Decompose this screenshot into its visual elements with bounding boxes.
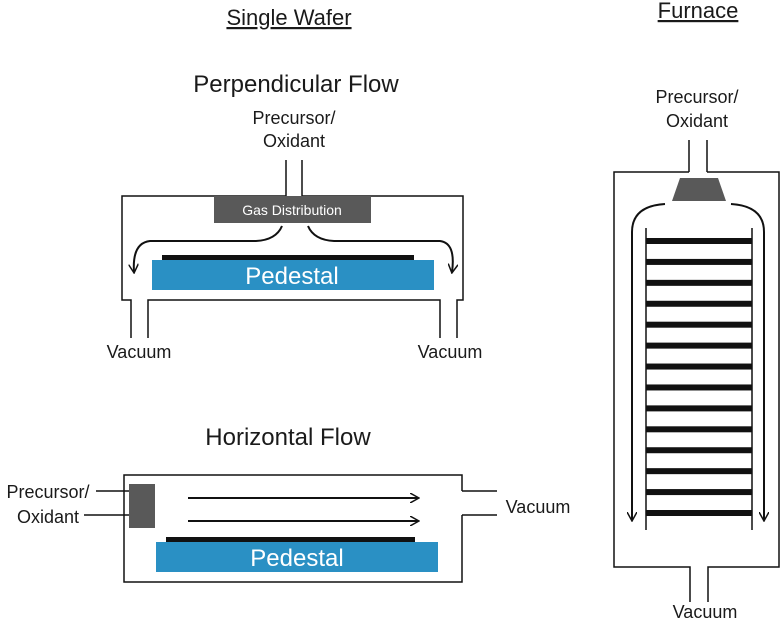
furnace-wafer xyxy=(646,258,752,265)
furnace-header: Furnace xyxy=(658,0,739,23)
perp-precursor-label-line2: Oxidant xyxy=(263,131,325,151)
perp-pedestal-label: Pedestal xyxy=(245,263,338,290)
perp-flow-arrow-right xyxy=(307,225,453,272)
horizontal-injector-block xyxy=(129,484,155,528)
furnace-wafer xyxy=(646,405,752,412)
horiz-vacuum-label: Vacuum xyxy=(506,497,571,517)
furnace-wafer xyxy=(646,384,752,391)
furnace-precursor-label-line2: Oxidant xyxy=(666,111,728,131)
furnace-wafer xyxy=(646,342,752,349)
furnace-wafer-stack xyxy=(646,238,752,516)
horiz-pedestal-label: Pedestal xyxy=(250,545,343,572)
furnace-chamber xyxy=(613,140,780,602)
perp-vacuum-left-label: Vacuum xyxy=(107,342,172,362)
furnace-wafer xyxy=(646,468,752,475)
furnace-vacuum-label: Vacuum xyxy=(673,602,738,620)
perp-vacuum-right-label: Vacuum xyxy=(418,342,483,362)
furnace-wafer xyxy=(646,363,752,370)
furnace-injector xyxy=(672,178,726,201)
horizontal-flow-title: Horizontal Flow xyxy=(205,424,371,451)
furnace-wafer xyxy=(646,238,752,244)
furnace-wafer xyxy=(646,300,752,307)
horiz-pedestal xyxy=(156,542,438,572)
horiz-precursor-label-line1: Precursor/ xyxy=(6,482,89,502)
furnace-wafer xyxy=(646,279,752,286)
perp-wafer xyxy=(162,255,414,260)
furnace-wafer xyxy=(646,447,752,454)
gas-distribution-label: Gas Distribution xyxy=(242,202,342,218)
furnace-wafer xyxy=(646,489,752,496)
furnace-precursor-label-line1: Precursor/ xyxy=(655,87,738,107)
perp-flow-arrow-left xyxy=(134,225,283,272)
horiz-precursor-label-line2: Oxidant xyxy=(17,507,79,527)
perpendicular-chamber xyxy=(121,160,464,338)
furnace-flow-arrow-left xyxy=(632,203,666,520)
furnace-wafer xyxy=(646,321,752,328)
perp-precursor-label-line1: Precursor/ xyxy=(252,108,335,128)
single-wafer-header: Single Wafer xyxy=(226,5,351,30)
furnace-flow-arrow-right xyxy=(730,203,764,520)
horizontal-chamber xyxy=(123,474,497,583)
horiz-wafer xyxy=(166,537,415,542)
furnace-wafer xyxy=(646,426,752,433)
gas-distribution-block xyxy=(214,196,371,223)
furnace-wafer xyxy=(646,510,752,516)
perpendicular-flow-title: Perpendicular Flow xyxy=(193,71,399,98)
perp-pedestal xyxy=(152,260,434,290)
